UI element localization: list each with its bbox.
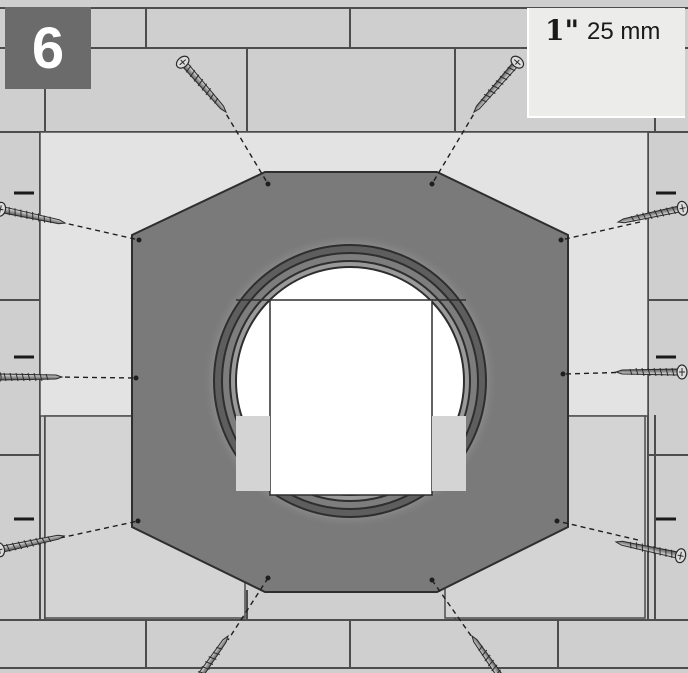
step-number-badge: 6 — [5, 7, 91, 89]
step-number: 6 — [31, 15, 65, 81]
flange-plate — [131, 171, 569, 593]
length-inch-label: 1" — [545, 14, 580, 47]
pipe-opening — [235, 266, 466, 496]
fastener-spec-box: 1" 25 mm — [527, 8, 685, 118]
length-mm-label: 25 mm — [587, 18, 661, 45]
